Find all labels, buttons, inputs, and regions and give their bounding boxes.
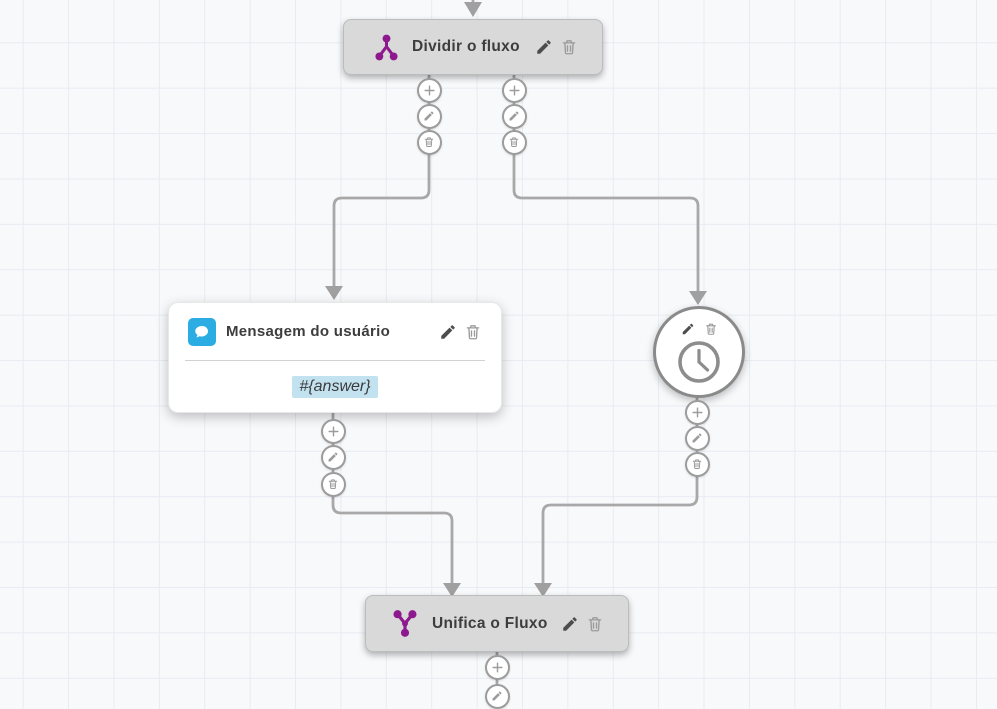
delete-icon[interactable]	[560, 38, 578, 56]
connector-split-to-message	[332, 75, 431, 287]
connector-timer-to-merge	[541, 396, 699, 584]
edit-connector-button[interactable]	[501, 103, 527, 129]
node-user-message[interactable]: Mensagem do usuário #{answer}	[168, 302, 502, 413]
add-step-button[interactable]	[501, 77, 527, 103]
edit-icon[interactable]	[535, 38, 553, 56]
edit-connector-button[interactable]	[484, 683, 510, 709]
delete-icon[interactable]	[586, 615, 604, 633]
add-step-button[interactable]	[684, 399, 710, 425]
connector-split-to-timer	[512, 75, 700, 292]
node-split-flow[interactable]: Dividir o fluxo	[343, 19, 603, 75]
edit-connector-button[interactable]	[416, 103, 442, 129]
add-step-button[interactable]	[320, 418, 346, 444]
delete-connector-button[interactable]	[684, 451, 710, 477]
delete-connector-button[interactable]	[416, 129, 442, 155]
delete-connector-button[interactable]	[501, 129, 527, 155]
arrowhead-icon	[689, 291, 707, 305]
edit-icon[interactable]	[681, 322, 695, 336]
divider	[185, 360, 485, 361]
clock-icon	[676, 339, 722, 390]
edit-icon[interactable]	[561, 615, 579, 633]
arrowhead-icon	[464, 2, 482, 17]
delete-icon[interactable]	[464, 323, 482, 341]
arrowhead-icon	[325, 286, 343, 300]
node-timer[interactable]	[653, 306, 745, 398]
variable-chip: #{answer}	[292, 376, 378, 398]
node-title: Mensagem do usuário	[226, 323, 391, 340]
node-merge-flow[interactable]: Unifica o Fluxo	[365, 595, 629, 652]
split-flow-icon	[374, 33, 399, 62]
add-step-button[interactable]	[416, 77, 442, 103]
edit-connector-button[interactable]	[684, 425, 710, 451]
edit-icon[interactable]	[439, 323, 457, 341]
connector-message-to-merge	[331, 413, 454, 584]
arrowhead-icon	[534, 583, 552, 597]
merge-flow-icon	[392, 608, 418, 639]
node-title: Unifica o Fluxo	[432, 614, 548, 632]
delete-icon[interactable]	[704, 322, 718, 336]
add-step-button[interactable]	[484, 654, 510, 680]
arrowhead-icon	[443, 583, 461, 597]
chat-bubble-icon	[188, 317, 216, 346]
edit-connector-button[interactable]	[320, 444, 346, 470]
node-title: Dividir o fluxo	[412, 38, 520, 55]
delete-connector-button[interactable]	[320, 471, 346, 497]
